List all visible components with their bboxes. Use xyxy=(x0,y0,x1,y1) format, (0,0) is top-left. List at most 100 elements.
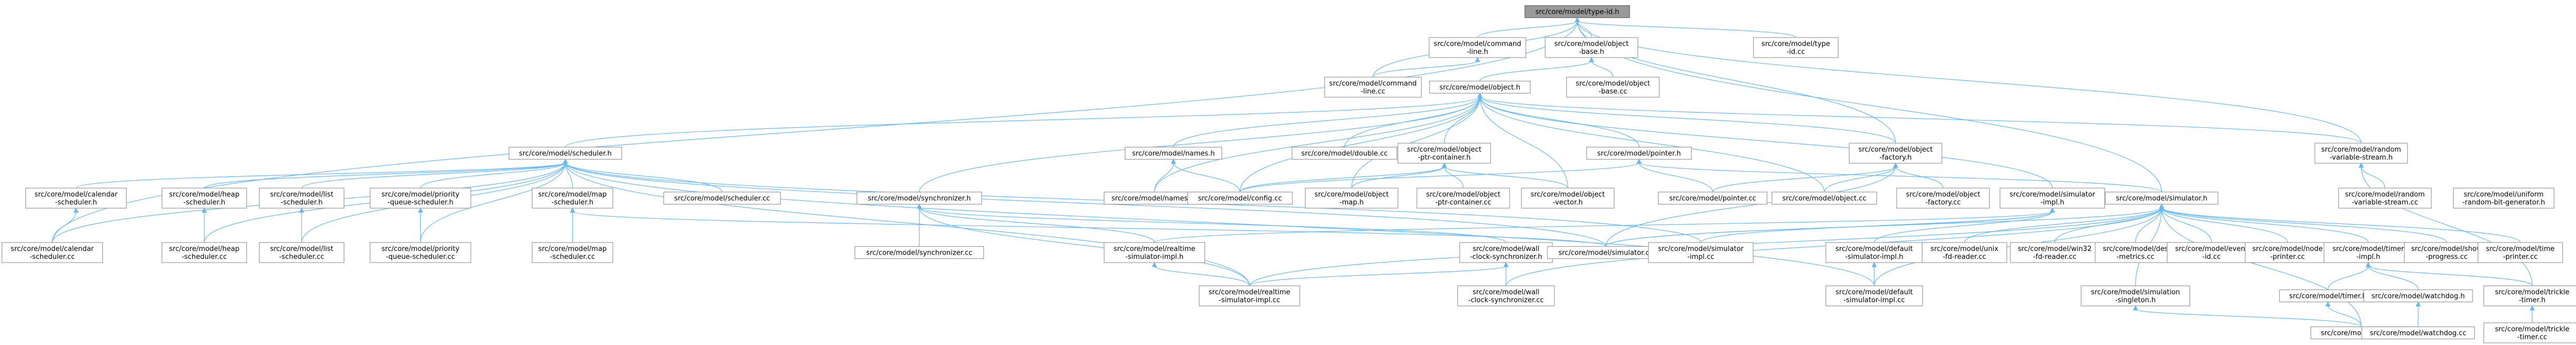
node-label: src/core/model/type-id.h xyxy=(1536,8,1620,16)
node-label: -progress.cc xyxy=(2426,253,2467,261)
node-priority-queue-scheduler-cc[interactable]: src/core/model/priority-queue-scheduler.… xyxy=(370,242,471,263)
node-des-metrics-cc[interactable]: src/core/model/des-metrics.cc xyxy=(2095,242,2176,263)
node-label: src/core/model/default xyxy=(1835,245,1913,253)
node-names-h[interactable]: src/core/model/names.h xyxy=(1124,146,1223,160)
node-trickle-timer-h[interactable]: src/core/model/trickle-timer.h xyxy=(2483,285,2576,306)
node-label: src/core/model/watchdog.cc xyxy=(2370,330,2467,338)
arrowhead-simulator-cc-to-simulator-impl-h xyxy=(2050,207,2055,213)
node-watchdog-h[interactable]: src/core/model/watchdog.h xyxy=(2363,289,2473,303)
node-label: -printer.cc xyxy=(2270,253,2305,261)
node-label: -simulator-impl.cc xyxy=(1219,296,1280,304)
node-object-ptr-container-cc[interactable]: src/core/model/object-ptr-container.cc xyxy=(1416,188,1510,209)
node-box xyxy=(2363,289,2473,303)
node-box xyxy=(2404,242,2489,263)
node-object-h[interactable]: src/core/model/object.h xyxy=(1429,80,1531,94)
node-config-cc[interactable]: src/core/model/config.cc xyxy=(1187,191,1293,205)
node-calendar-scheduler-cc[interactable]: src/core/model/calendar-scheduler.cc xyxy=(1,242,103,263)
node-uniform-random-bit-generator-h[interactable]: src/core/model/uniform-random-bit-genera… xyxy=(2453,188,2555,209)
node-object-cc[interactable]: src/core/model/object.cc xyxy=(1772,191,1877,205)
node-box xyxy=(1825,242,1923,263)
edge-priority-queue-scheduler-h-to-scheduler-h xyxy=(420,162,566,189)
node-label: src/core/model/simulator.h xyxy=(2116,195,2207,203)
node-label: -queue-scheduler.h xyxy=(387,199,453,207)
node-list-scheduler-cc[interactable]: src/core/model/list-scheduler.cc xyxy=(259,242,345,263)
node-priority-queue-scheduler-h[interactable]: src/core/model/priority-queue-scheduler.… xyxy=(370,188,471,209)
node-object-base-cc[interactable]: src/core/model/object-base.cc xyxy=(1566,77,1660,98)
node-random-variable-stream-h[interactable]: src/core/model/random-variable-stream.h xyxy=(2314,143,2408,164)
node-map-scheduler-h[interactable]: src/core/model/map-scheduler.h xyxy=(532,188,613,209)
edge-object-map-h-to-object-ptr-container-h xyxy=(1351,166,1445,189)
node-object-vector-h[interactable]: src/core/model/object-vector.h xyxy=(1521,188,1615,209)
node-label: src/core/model/command xyxy=(1329,80,1417,88)
edge-config-cc-to-pointer-h xyxy=(1239,162,1640,193)
node-calendar-scheduler-h[interactable]: src/core/model/calendar-scheduler.h xyxy=(25,188,127,209)
node-wall-clock-synchronizer-h[interactable]: src/core/model/wall-clock-synchronizer.h xyxy=(1459,242,1553,263)
node-box xyxy=(2323,242,2413,263)
node-scheduler-h[interactable]: src/core/model/scheduler.h xyxy=(508,146,622,160)
node-command-line-cc[interactable]: src/core/model/command-line.cc xyxy=(1324,77,1422,98)
node-box xyxy=(1104,242,1206,263)
node-unix-fd-reader-cc[interactable]: src/core/model/unix-fd-reader.cc xyxy=(1921,242,2007,263)
node-time-printer-cc[interactable]: src/core/model/time-printer.cc xyxy=(2477,242,2563,263)
node-label: src/core/model/trickle xyxy=(2495,325,2569,333)
node-show-progress-cc[interactable]: src/core/model/show-progress.cc xyxy=(2404,242,2489,263)
node-realtime-simulator-impl-h[interactable]: src/core/model/realtime-simulator-impl.h xyxy=(1104,242,1206,263)
node-simulator-h[interactable]: src/core/model/simulator.h xyxy=(2105,191,2219,205)
node-box xyxy=(1292,146,1397,160)
node-synchronizer-cc[interactable]: src/core/model/synchronizer.cc xyxy=(854,246,984,259)
node-label: -clock-synchronizer.cc xyxy=(1468,296,1543,304)
node-event-id-cc[interactable]: src/core/model/event-id.cc xyxy=(2166,242,2257,263)
node-win32-fd-reader-cc[interactable]: src/core/model/win32-fd-reader.cc xyxy=(2010,242,2100,263)
node-type-id-h[interactable]: src/core/model/type-id.h xyxy=(1524,5,1630,18)
arrowhead-realtime-simulator-impl-cc-to-synchronizer-h xyxy=(916,203,922,209)
node-scheduler-cc[interactable]: src/core/model/scheduler.cc xyxy=(663,191,781,205)
node-wall-clock-synchronizer-cc[interactable]: src/core/model/wall-clock-synchronizer.c… xyxy=(1457,285,1555,306)
node-synchronizer-h[interactable]: src/core/model/synchronizer.h xyxy=(856,191,982,205)
node-heap-scheduler-h[interactable]: src/core/model/heap-scheduler.h xyxy=(162,188,247,209)
node-node-printer-cc[interactable]: src/core/model/node-printer.cc xyxy=(2244,242,2331,263)
node-simulator-impl-cc[interactable]: src/core/model/simulator-impl.cc xyxy=(1648,242,1754,263)
node-random-variable-stream-cc[interactable]: src/core/model/random-variable-stream.cc xyxy=(2338,188,2432,209)
node-label: -simulator-impl.cc xyxy=(1843,296,1905,304)
node-timer-h[interactable]: src/core/model/timer.h xyxy=(2279,289,2377,303)
node-trickle-timer-cc[interactable]: src/core/model/trickle-timer.cc xyxy=(2483,322,2576,343)
node-simulator-cc[interactable]: src/core/model/simulator.cc xyxy=(1547,246,1665,259)
node-object-ptr-container-h[interactable]: src/core/model/object-ptr-container.h xyxy=(1397,143,1491,164)
node-default-simulator-impl-h[interactable]: src/core/model/default-simulator-impl.h xyxy=(1825,242,1923,263)
edge-default-simulator-impl-cc-to-scheduler-h xyxy=(565,162,1875,286)
node-names-cc[interactable]: src/core/model/names.cc xyxy=(1104,191,1206,205)
node-box xyxy=(1459,242,1553,263)
node-command-line-h[interactable]: src/core/model/command-line.h xyxy=(1428,37,1527,58)
node-pointer-h[interactable]: src/core/model/pointer.h xyxy=(1586,146,1692,160)
edge-object-factory-h-to-object-h xyxy=(1479,96,1896,144)
node-heap-scheduler-cc[interactable]: src/core/model/heap-scheduler.cc xyxy=(162,242,247,263)
edge-realtime-simulator-impl-cc-to-scheduler-h xyxy=(565,162,1250,286)
node-box xyxy=(370,188,471,209)
node-double-cc[interactable]: src/core/model/double.cc xyxy=(1292,146,1397,160)
node-timer-impl-h[interactable]: src/core/model/timer-impl.h xyxy=(2323,242,2413,263)
node-label: -base.h xyxy=(1579,48,1604,56)
node-object-factory-cc[interactable]: src/core/model/object-factory.cc xyxy=(1896,188,1990,209)
node-watchdog-cc[interactable]: src/core/model/watchdog.cc xyxy=(2361,326,2475,340)
node-box xyxy=(2314,143,2408,164)
node-list-scheduler-h[interactable]: src/core/model/list-scheduler.h xyxy=(259,188,345,209)
edge-object-vector-h-to-object-h xyxy=(1479,96,1568,189)
node-box xyxy=(1921,242,2007,263)
node-label: src/core/model/list xyxy=(270,191,334,199)
node-object-factory-h[interactable]: src/core/model/object-factory.h xyxy=(1849,143,1943,164)
node-box xyxy=(1187,191,1293,205)
edge-command-line-cc-to-command-line-h xyxy=(1372,60,1478,78)
node-simulator-impl-h[interactable]: src/core/model/simulator-impl.h xyxy=(2000,188,2105,209)
node-map-scheduler-cc[interactable]: src/core/model/map-scheduler.cc xyxy=(532,242,613,263)
node-realtime-simulator-impl-cc[interactable]: src/core/model/realtime-simulator-impl.c… xyxy=(1199,285,1301,306)
node-label: src/core/model/object xyxy=(1576,80,1650,88)
node-object-map-h[interactable]: src/core/model/object-map.h xyxy=(1305,188,1398,209)
node-simulation-singleton-h[interactable]: src/core/model/simulation-singleton.h xyxy=(2080,285,2191,306)
node-object-base-h[interactable]: src/core/model/object-base.h xyxy=(1545,37,1639,58)
node-default-simulator-impl-cc[interactable]: src/core/model/default-simulator-impl.cc xyxy=(1825,285,1923,306)
node-pointer-cc[interactable]: src/core/model/pointer.cc xyxy=(1658,191,1768,205)
node-box xyxy=(1397,143,1491,164)
node-label: -scheduler.cc xyxy=(279,253,325,261)
node-label: src/core/model/object.h xyxy=(1439,84,1520,92)
node-type-id-cc[interactable]: src/core/model/type-id.cc xyxy=(1753,37,1839,58)
